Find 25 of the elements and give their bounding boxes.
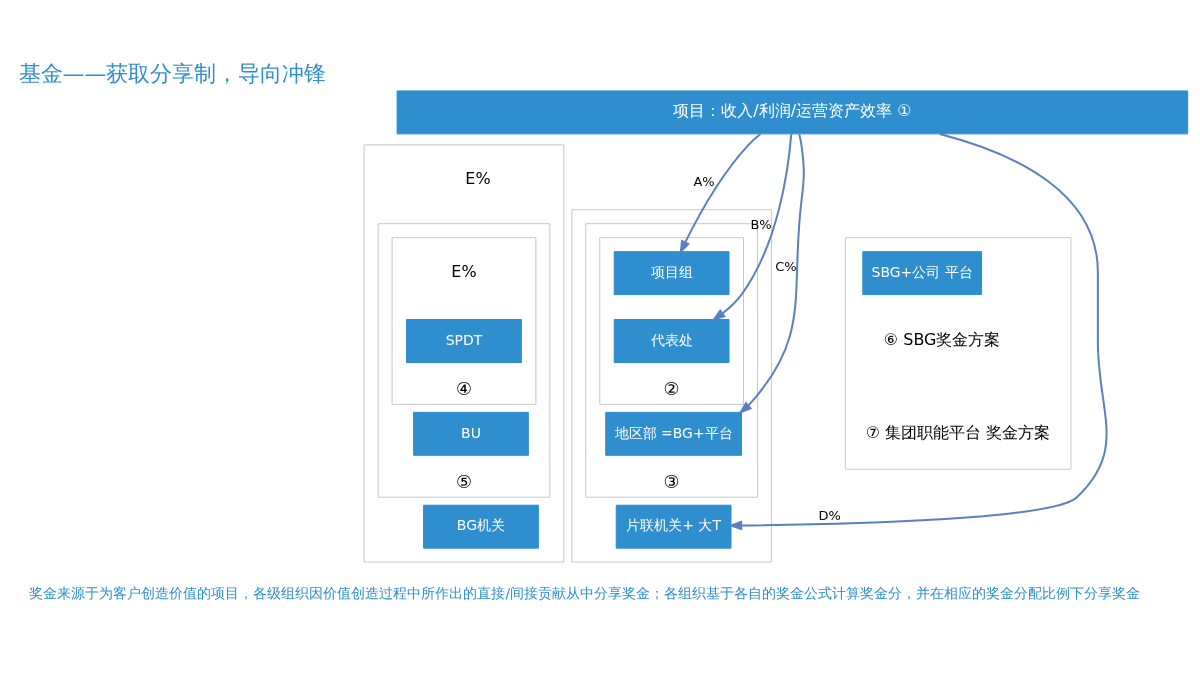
arrow (679, 132, 762, 255)
node-box: SBG+公司 平台 (862, 251, 983, 296)
node-box: BG机关 (423, 504, 539, 549)
arrow (711, 132, 793, 322)
node-box: BU (413, 411, 529, 456)
cluster (844, 237, 1072, 470)
node-box: SPDT (406, 319, 522, 363)
edge-label: D% (818, 508, 841, 524)
arrow (738, 133, 805, 415)
diagram-title: 基金——获取分享制，导向冲锋 (18, 60, 327, 86)
cluster (363, 144, 565, 563)
cluster (571, 209, 772, 563)
label: E% (451, 261, 477, 281)
edge-label: C% (775, 258, 797, 274)
node-box: 片联机关+ 大T (615, 504, 732, 549)
edge-label: A% (693, 173, 715, 189)
node-box: 代表处 (613, 319, 730, 363)
node-box: 项目组 (613, 251, 730, 296)
arrow (728, 132, 1108, 531)
label: E% (465, 169, 491, 189)
node-box: 项目：收入/利润/运营资产效率 ① (396, 90, 1189, 135)
caption: 奖金来源于为客户创造价值的项目，各级组织因价值创造过程中所作出的直接/间接贡献从中分享奖金；各组织基于各自的奖金公式计算奖金分，并在相应的奖金分配比例下分享奖金 (29, 585, 1141, 602)
label: ⑦ 集团职能平台 奖金方案 (865, 422, 1051, 442)
node-box: 地区部 =BG+平台 (605, 411, 742, 456)
label: ⑥ SBG奖金方案 (883, 329, 1001, 349)
